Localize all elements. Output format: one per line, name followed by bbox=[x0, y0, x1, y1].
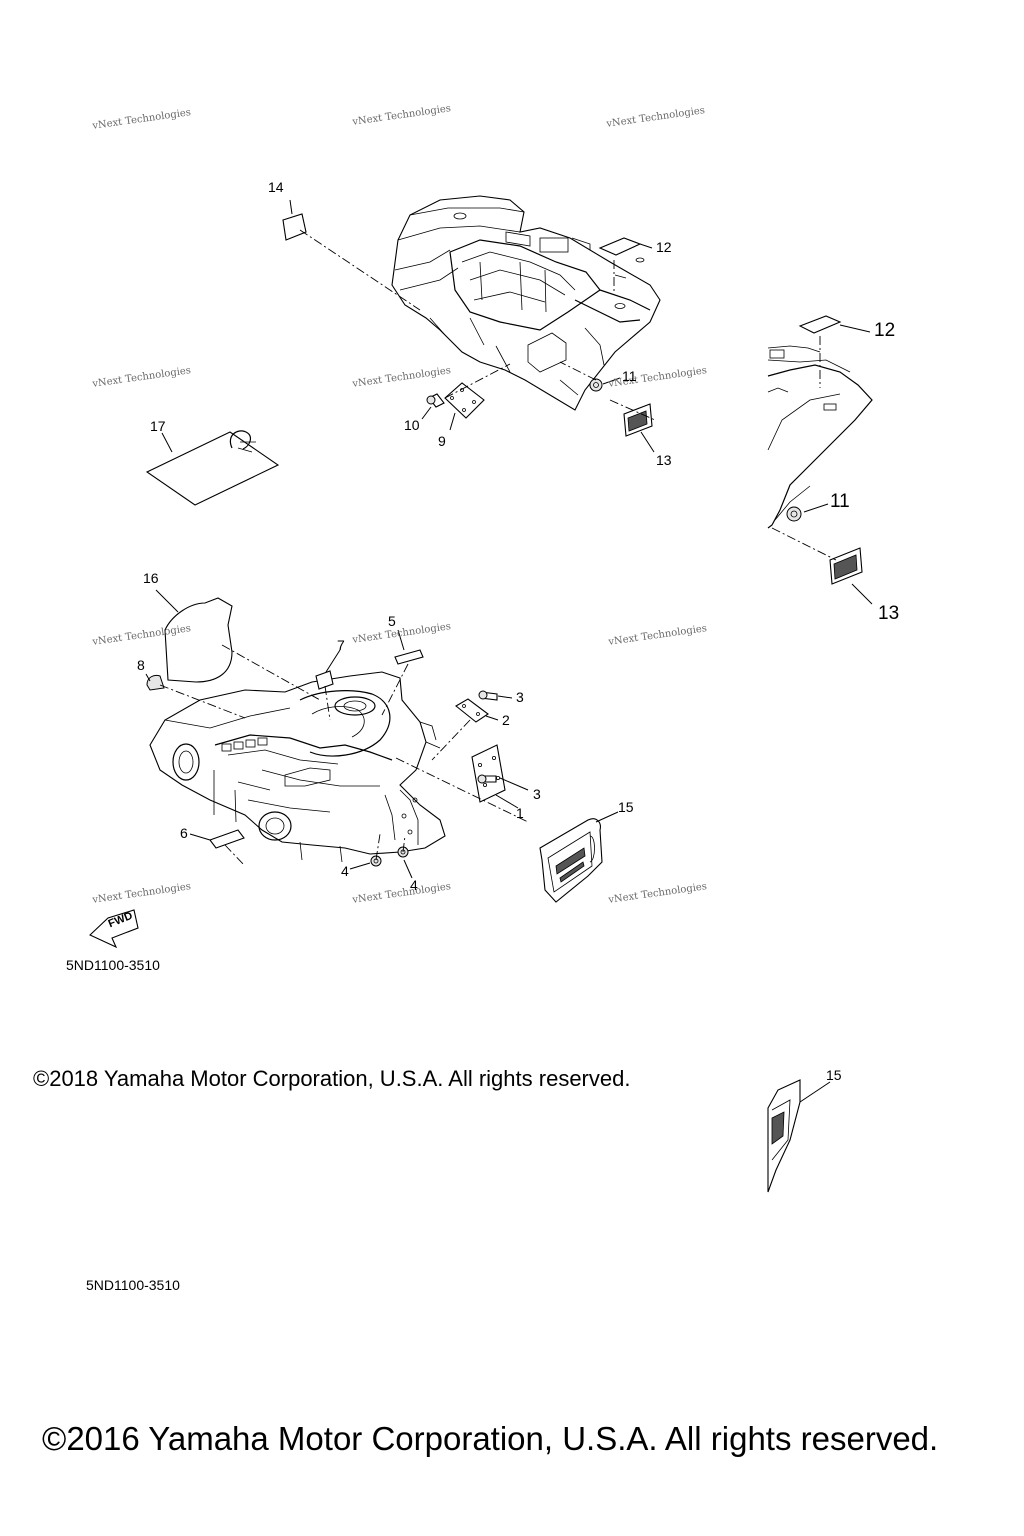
emblem-13 bbox=[623, 403, 653, 437]
plate-9 bbox=[444, 382, 485, 419]
fwd-arrow-shape bbox=[89, 909, 139, 949]
callout-12-inset: 12 bbox=[874, 320, 896, 341]
screw-3b bbox=[477, 774, 497, 784]
callout-4: 4 bbox=[410, 877, 418, 893]
emblem-13-inset bbox=[829, 547, 863, 585]
plate-1 bbox=[471, 744, 506, 803]
grommet-11-inset bbox=[786, 506, 802, 522]
manual-17 bbox=[145, 430, 280, 506]
emblem-15-inset bbox=[767, 1079, 801, 1193]
copyright-2016: ©2016 Yamaha Motor Corporation, U.S.A. A… bbox=[42, 1420, 939, 1457]
bracket-2 bbox=[455, 698, 489, 723]
callout-12: 12 bbox=[656, 239, 672, 255]
callout-5: 5 bbox=[388, 613, 396, 629]
callout-9: 9 bbox=[438, 433, 446, 449]
callout-6: 6 bbox=[180, 825, 188, 841]
emblem-15 bbox=[539, 818, 603, 903]
callout-13: 13 bbox=[656, 452, 672, 468]
diagram-code: 5ND1100-3510 bbox=[66, 957, 160, 973]
callout-8: 8 bbox=[137, 657, 145, 673]
decal-12-inset bbox=[798, 315, 842, 334]
callout-2: 2 bbox=[502, 712, 510, 728]
callout-10: 10 bbox=[404, 417, 420, 433]
cap-8 bbox=[146, 674, 165, 691]
callout-4: 4 bbox=[341, 863, 349, 879]
callout-3: 3 bbox=[516, 689, 524, 705]
diagram-code-lower: 5ND1100-3510 bbox=[86, 1277, 180, 1293]
bolt-10 bbox=[426, 393, 445, 408]
callout-17: 17 bbox=[150, 418, 166, 434]
callout-13-inset: 13 bbox=[878, 603, 900, 624]
sheet-16 bbox=[164, 597, 233, 683]
label-6 bbox=[209, 829, 245, 849]
label-7 bbox=[315, 670, 334, 690]
label-5 bbox=[394, 649, 424, 665]
decal-12 bbox=[598, 237, 642, 256]
callout-11-inset: 11 bbox=[830, 491, 850, 512]
callout-16: 16 bbox=[143, 570, 159, 586]
grommet-11 bbox=[589, 378, 603, 392]
callout-15: 15 bbox=[618, 799, 634, 815]
callout-15-inset: 15 bbox=[826, 1067, 842, 1083]
callout-1: 1 bbox=[516, 805, 524, 821]
decal-14 bbox=[282, 213, 307, 241]
grommet-4a bbox=[370, 855, 382, 867]
assembly-lines bbox=[159, 229, 837, 867]
callout-7: 7 bbox=[337, 637, 345, 653]
leader-lines bbox=[145, 199, 873, 1103]
copyright-2018: ©2018 Yamaha Motor Corporation, U.S.A. A… bbox=[33, 1066, 631, 1091]
front-fender bbox=[149, 671, 446, 863]
callout-3: 3 bbox=[533, 786, 541, 802]
rear-fender-inset bbox=[767, 345, 873, 529]
screw-3a bbox=[478, 690, 498, 701]
callout-11: 11 bbox=[622, 368, 637, 384]
callout-14: 14 bbox=[268, 179, 284, 195]
rear-fender bbox=[391, 195, 661, 411]
